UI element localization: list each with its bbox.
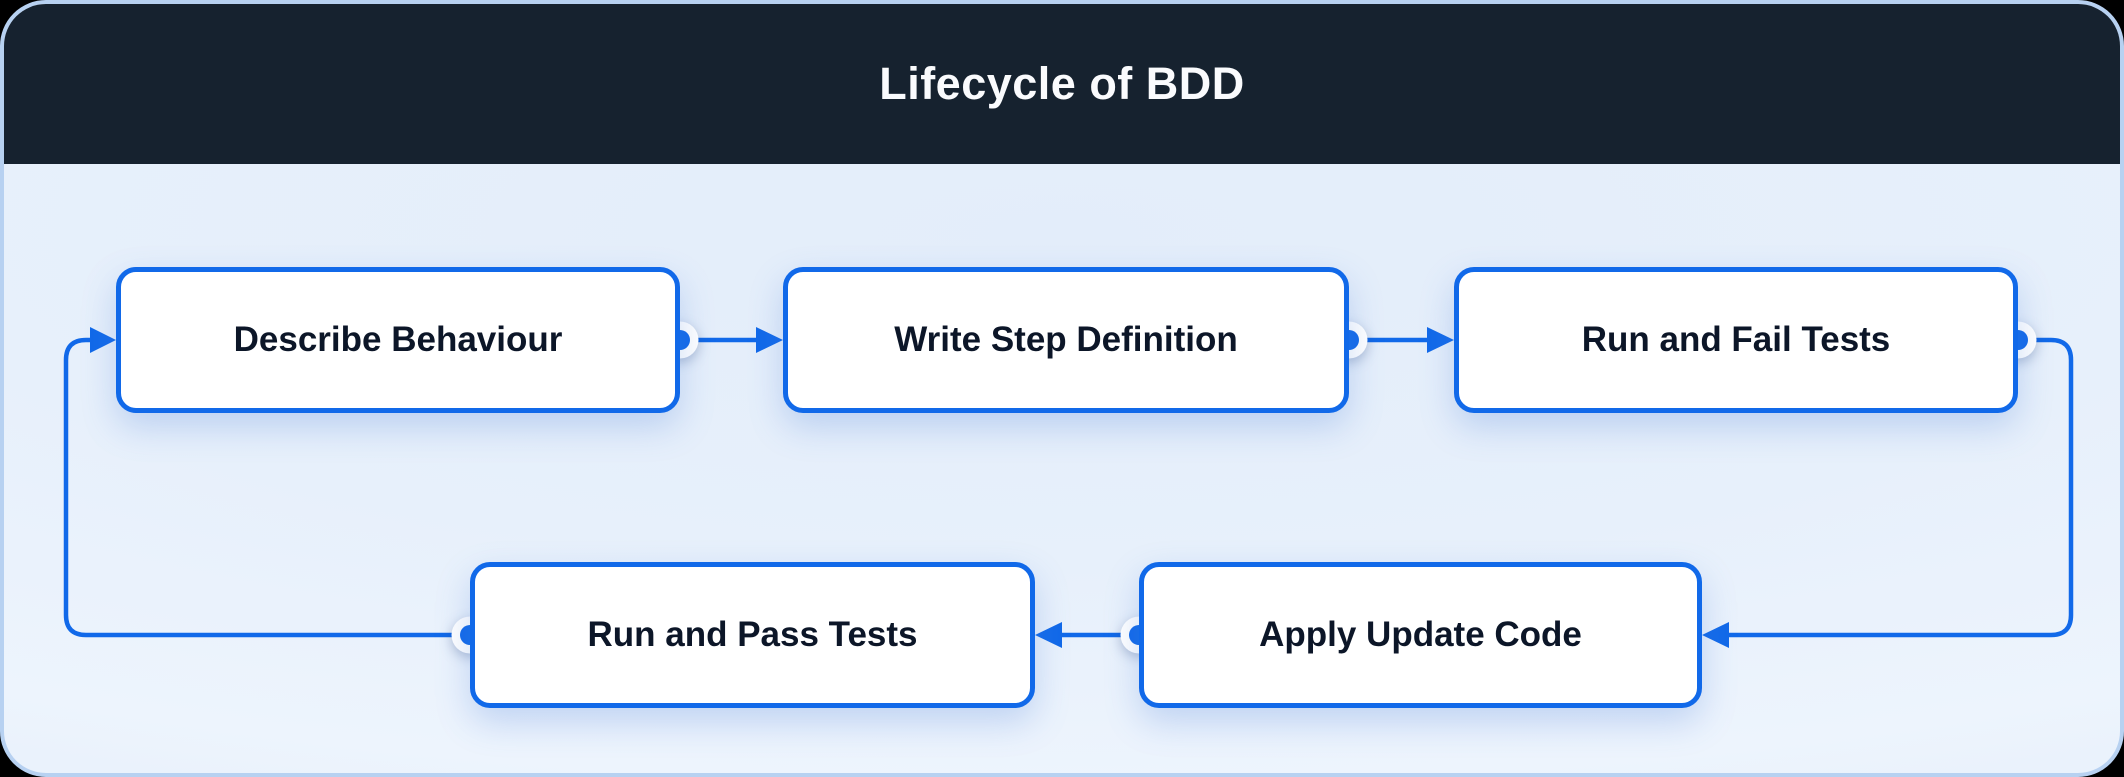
node-label: Apply Update Code (1259, 615, 1582, 654)
arrowhead-icon (90, 327, 116, 353)
arrowhead-icon (756, 327, 783, 353)
arrowhead-icon (1035, 622, 1062, 648)
arrowhead-icon (1702, 622, 1729, 648)
node-run-and-pass-tests: Run and Pass Tests (470, 562, 1035, 708)
node-write-step-definition: Write Step Definition (783, 267, 1349, 413)
card-header: Lifecycle of BDD (4, 4, 2120, 164)
node-run-and-fail-tests: Run and Fail Tests (1454, 267, 2018, 413)
node-label: Describe Behaviour (233, 320, 563, 359)
arrowhead-icon (1427, 327, 1454, 353)
node-apply-update-code: Apply Update Code (1139, 562, 1702, 708)
node-label: Write Step Definition (894, 320, 1238, 359)
node-label: Run and Pass Tests (587, 615, 918, 654)
node-describe-behaviour: Describe Behaviour (116, 267, 680, 413)
page-title: Lifecycle of BDD (879, 58, 1245, 109)
node-label: Run and Fail Tests (1581, 320, 1891, 359)
